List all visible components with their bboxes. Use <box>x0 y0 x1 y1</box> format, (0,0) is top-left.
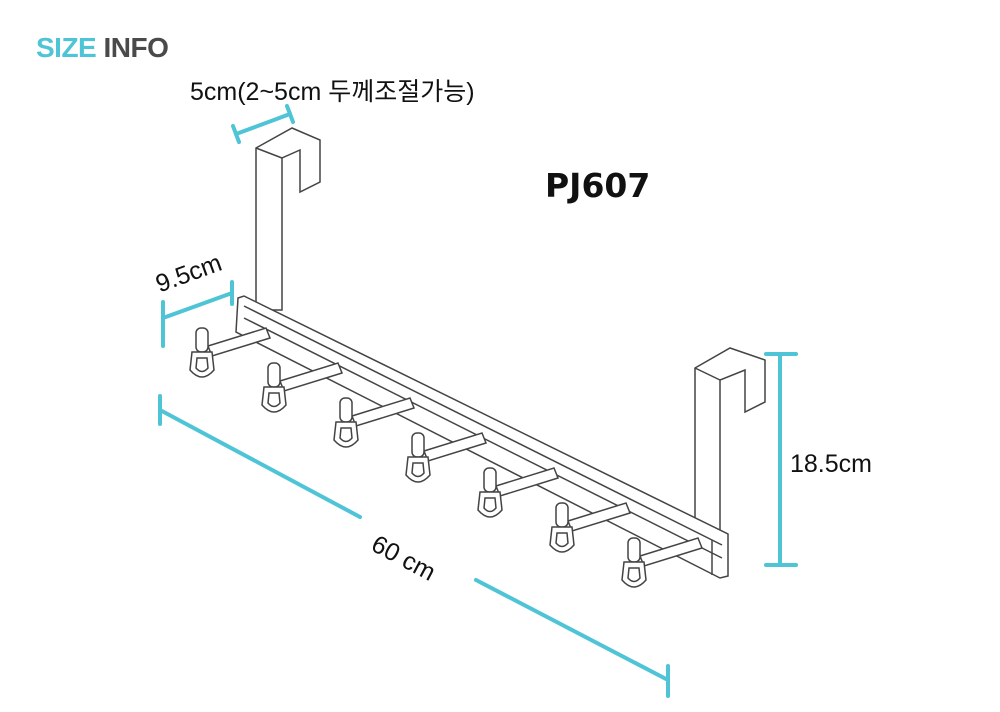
left-door-hook <box>255 127 321 311</box>
height-label: 18.5cm <box>790 450 872 478</box>
hook <box>549 502 631 553</box>
width-dimension <box>158 394 670 698</box>
product-drawing <box>189 127 766 588</box>
thickness-dimension <box>231 104 295 144</box>
hook <box>261 362 343 413</box>
section-title: SIZE INFO <box>36 32 169 63</box>
hook <box>189 327 271 378</box>
hook <box>477 467 559 518</box>
height-dimension <box>764 352 798 567</box>
right-door-hook <box>694 347 766 541</box>
depth-dimension <box>161 280 234 348</box>
dimension-lines <box>158 104 798 698</box>
hook <box>405 432 487 483</box>
thickness-label: 5cm(2~5cm 두께조절가능) <box>190 78 475 106</box>
model-number: PJ607 <box>545 166 651 205</box>
hook <box>333 397 415 448</box>
hook <box>621 537 703 588</box>
